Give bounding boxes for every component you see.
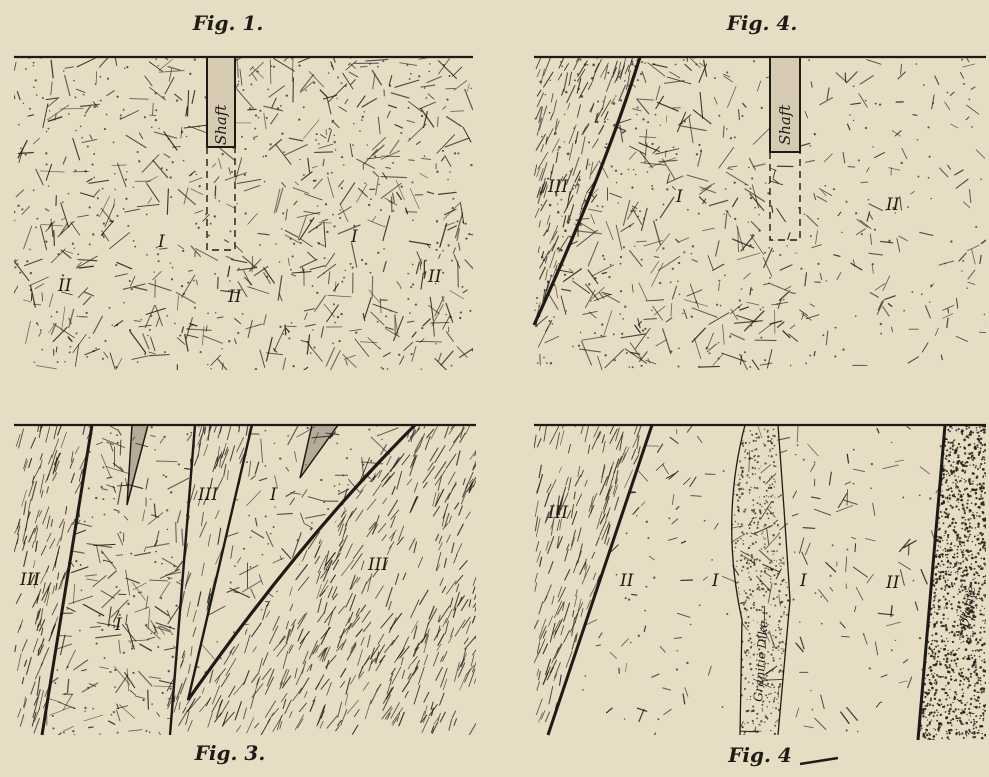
fig1-region-label: II [57,276,72,296]
fig1-region-label: II [294,180,309,200]
fig3-region-label: III [367,555,388,575]
fig1-region-label: I [157,232,165,252]
fig4-caption: Fig. 4 [727,743,792,767]
fig4-diorite-contact [918,425,945,740]
fig4-region-label: II [885,573,900,593]
fig3-section [14,425,476,735]
fig2-shaft-label: Shaft [776,104,794,145]
fig2-section [534,57,986,325]
fig1-region-label: II [427,267,442,287]
fig3-wedge-2 [300,425,338,478]
fig3-wedge-1 [127,425,148,505]
fig2-shaft-projection [770,152,800,240]
fig3-region-label: I [269,485,277,505]
fig1-caption: Fig. 1. [192,11,264,35]
fig4-region-label: I [711,571,719,591]
fig1-region-label: II [227,287,242,307]
fig4-region-label: II [619,571,634,591]
fig2-region-label: II [885,195,900,215]
fig1-region-label: I [350,227,358,247]
fig3-region-label: I [114,615,122,635]
fig2-caption: Fig. 4. [726,11,798,35]
rock-textures [7,37,989,746]
fig4-region-label: I [799,571,807,591]
fig3-caption: Fig. 3. [194,741,266,765]
fig1-shaft-label: Shaft [212,104,230,145]
fig1-section [14,57,473,250]
fig4-contact-line [548,425,652,735]
fig3-region-label: III [197,485,218,505]
fig2-region-label: I [675,187,683,207]
texture-c1 [7,37,491,386]
texture-f4-dio [914,424,987,741]
fig4-caption-flourish [800,758,838,764]
fig4-dike-label: Granitic Dike [751,620,771,702]
fig3-region-label: III [19,570,40,590]
fig1-shaft-projection [207,147,235,250]
fig2-region-label: III [547,177,568,197]
fig4-region-label: III [547,503,568,523]
